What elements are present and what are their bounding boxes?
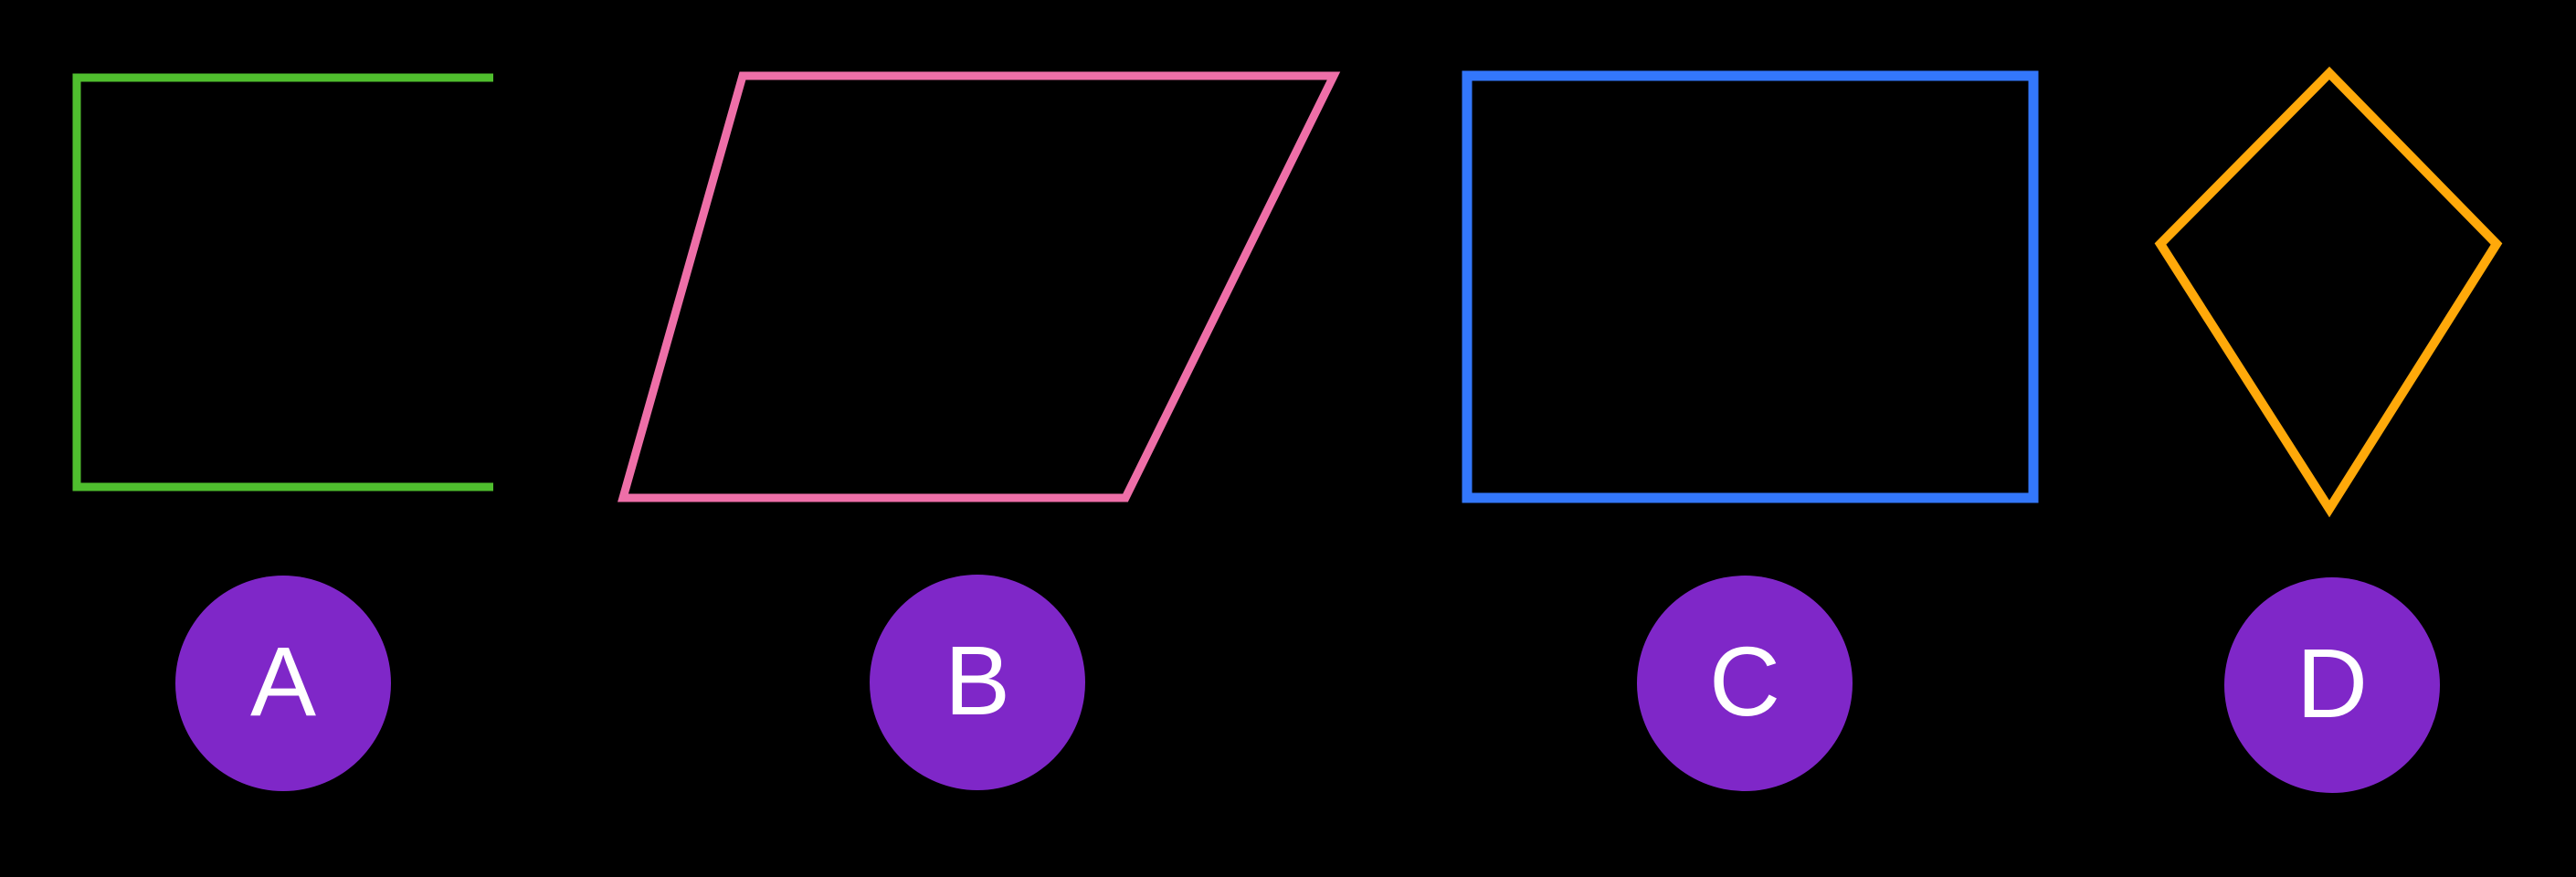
shape-label-letter-b: B (944, 625, 1011, 735)
shape-label-letter-a: A (249, 626, 317, 736)
shape-label-badge-b[interactable]: B (870, 575, 1085, 790)
shape-green-open-square[interactable] (72, 73, 493, 491)
shape-pink-parallelogram[interactable] (618, 71, 1341, 502)
shape-label-letter-d: D (2296, 628, 2368, 738)
shape-label-letter-c: C (1709, 626, 1780, 736)
shape-label-badge-c[interactable]: C (1637, 576, 1853, 791)
shape-group (72, 66, 2503, 518)
shape-label-badge-d[interactable]: D (2224, 577, 2440, 793)
shape-blue-rectangle[interactable] (1462, 70, 2039, 503)
shape-orange-kite[interactable] (2154, 66, 2503, 518)
shape-label-badge-a[interactable]: A (175, 576, 391, 791)
